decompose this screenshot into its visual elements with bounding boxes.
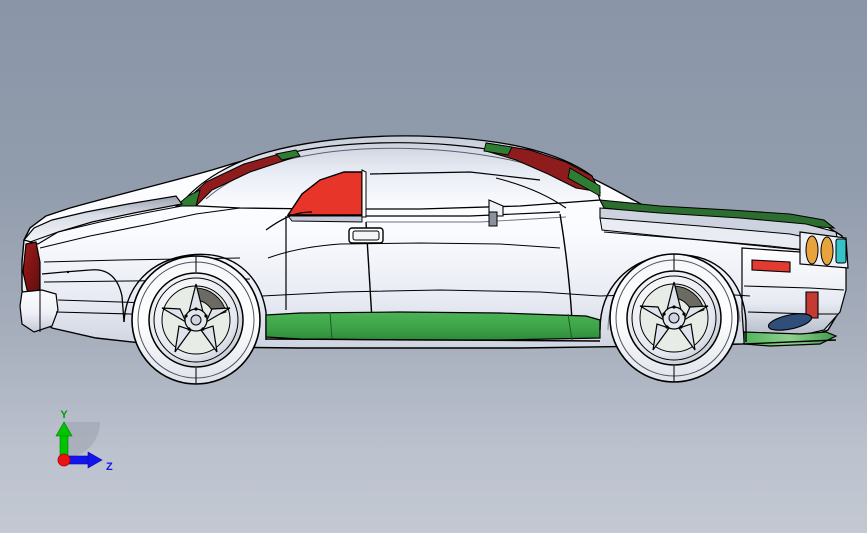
splitter-edge <box>743 339 837 345</box>
headlight-cyan <box>835 238 847 264</box>
rear-spoiler <box>22 195 241 249</box>
windshield-edge <box>495 177 567 209</box>
rocker-bottom-edge <box>265 338 601 342</box>
fender-shut-line <box>559 213 573 321</box>
rear-hub-cap <box>190 314 202 326</box>
side-glass-lines <box>366 171 567 223</box>
rear-shoulder-line <box>265 211 313 231</box>
door-glass-top <box>369 171 541 181</box>
bumper-marker-light <box>805 291 819 319</box>
wheel-rear <box>131 255 261 385</box>
reference-triad[interactable]: Y Z <box>55 409 113 473</box>
c-pillar-green-tip <box>174 189 201 207</box>
side-mirror <box>488 199 504 227</box>
triad-origin <box>57 453 71 467</box>
rocker-seam-1 <box>329 311 333 341</box>
decklid-edge <box>39 207 241 249</box>
beltline-upper <box>366 211 561 217</box>
rocker-skirt <box>265 311 601 341</box>
door-handle-recess <box>352 230 380 241</box>
quarter-window-sill <box>287 215 363 223</box>
door-lower-crease <box>261 289 601 297</box>
marker-lights <box>751 259 819 319</box>
spoiler-blade <box>22 195 184 245</box>
a-pillar-trim <box>483 142 601 197</box>
rear-bumper-cap <box>19 289 59 333</box>
a-pillar-green-tip <box>483 142 513 156</box>
door-panel-lines <box>261 211 601 321</box>
rear-rim-lip <box>153 277 239 363</box>
c-pillar-green-tip-upper <box>275 149 301 161</box>
triad-arc <box>64 422 100 458</box>
z-axis-label: Z <box>106 461 113 473</box>
front-lug-nuts <box>662 305 686 329</box>
hood-assembly <box>599 199 843 259</box>
quarter-detail-dot <box>66 270 70 274</box>
headlight-amber-outer <box>820 236 834 266</box>
front-marker-light <box>751 259 791 273</box>
a-pillar-green-base <box>567 167 601 197</box>
headlight-amber-inner <box>805 235 819 265</box>
mirror-stalk <box>488 211 498 227</box>
rear-bumper <box>19 289 181 333</box>
quarter-scallop <box>41 269 125 323</box>
door-handle[interactable] <box>348 227 384 244</box>
beltline-lower <box>366 216 567 223</box>
b-pillar-strip <box>361 169 367 218</box>
rear-arch-outer <box>123 253 267 340</box>
rocker-panel <box>265 311 601 342</box>
rocker-seam-2 <box>567 313 573 341</box>
rear-spokes <box>161 283 231 353</box>
y-axis-label: Y <box>60 409 68 421</box>
spoiler-underline <box>29 205 183 243</box>
z-axis-arrowhead <box>87 451 103 469</box>
door-upper-crease <box>267 242 561 259</box>
wheel-front <box>609 253 739 383</box>
quarter-window <box>286 169 367 223</box>
front-hub-cap <box>668 312 680 324</box>
front-rim-lip <box>631 275 717 361</box>
triad-axis-z <box>63 451 103 469</box>
nose-crease-1 <box>743 285 845 291</box>
headlight-cluster <box>799 231 849 269</box>
y-axis-arrowhead <box>55 421 73 437</box>
front-bumper-assembly <box>743 313 838 347</box>
fog-lamp <box>767 313 813 331</box>
front-spokes <box>639 281 709 351</box>
rear-lug-nuts <box>184 307 208 331</box>
c-pillar-trim <box>174 149 301 207</box>
